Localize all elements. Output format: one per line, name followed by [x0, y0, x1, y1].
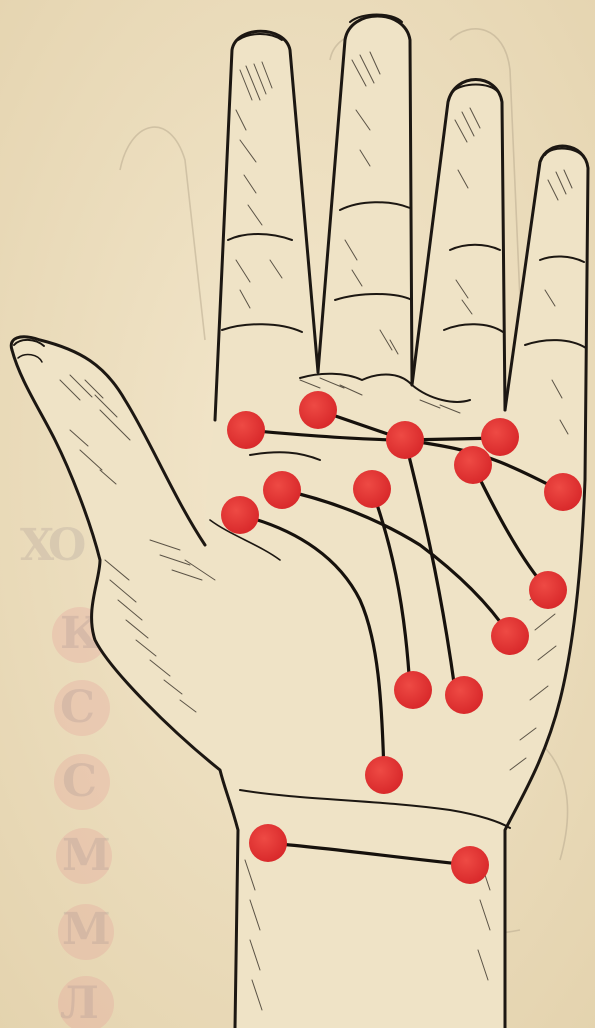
svg-text:С: С: [62, 756, 97, 807]
marker-point: [263, 471, 301, 509]
marker-point: [353, 470, 391, 508]
marker-point: [481, 418, 519, 456]
marker-point: [227, 411, 265, 449]
marker-point: [299, 391, 337, 429]
svg-text:М: М: [62, 904, 111, 955]
marker-point: [221, 496, 259, 534]
marker-point: [386, 421, 424, 459]
svg-text:О: О: [48, 520, 86, 571]
marker-point: [394, 671, 432, 709]
marker-point: [529, 571, 567, 609]
marker-point: [454, 446, 492, 484]
marker-point: [445, 676, 483, 714]
marker-point: [491, 617, 529, 655]
svg-text:Л: Л: [60, 978, 99, 1028]
marker-point: [365, 756, 403, 794]
marker-point: [544, 473, 582, 511]
svg-text:М: М: [62, 830, 111, 881]
marker-point: [451, 846, 489, 884]
svg-text:С: С: [60, 682, 95, 733]
marker-point: [249, 824, 287, 862]
